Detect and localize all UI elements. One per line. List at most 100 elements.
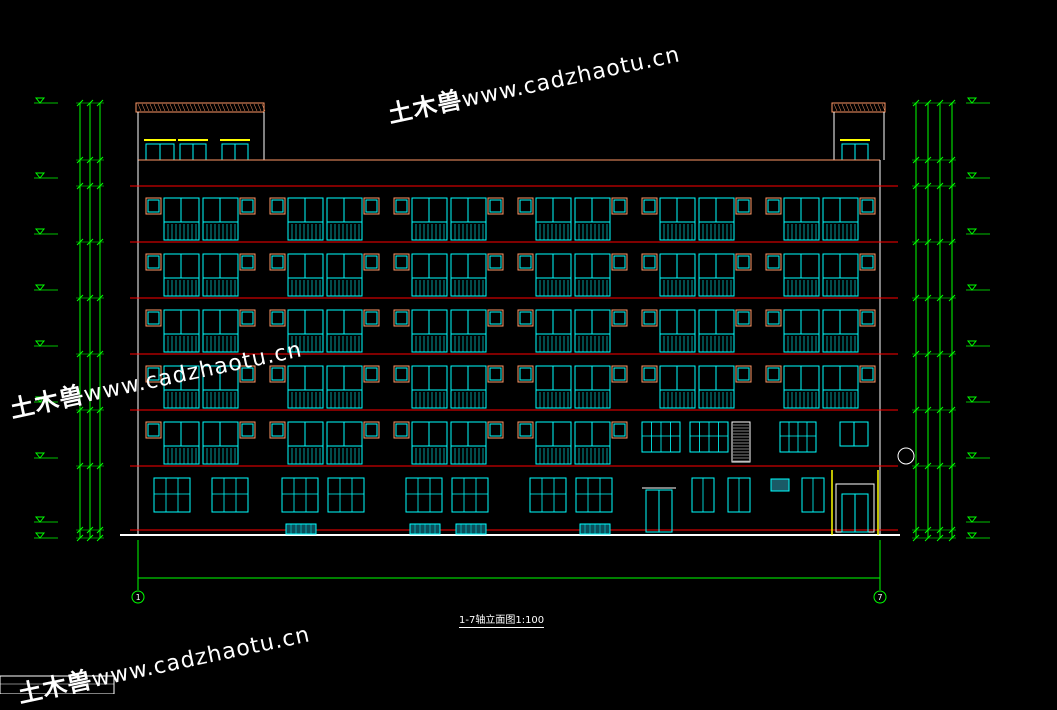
roof-hatch (169, 103, 174, 112)
side-window (393, 365, 410, 383)
side-window (239, 365, 256, 383)
side-window-glass (519, 423, 532, 437)
side-window (487, 421, 504, 439)
side-window (487, 253, 504, 271)
side-window-glass (271, 311, 284, 325)
balcony-railing (326, 333, 363, 353)
side-window-glass (613, 311, 626, 325)
balcony-railing (450, 221, 487, 241)
balcony-railing (698, 221, 735, 241)
side-window (145, 309, 162, 327)
balcony-railing (450, 389, 487, 409)
side-window (269, 197, 286, 215)
side-window-glass (241, 255, 254, 269)
side-window-glass (365, 199, 378, 213)
balcony-railing (783, 389, 820, 409)
side-window (145, 197, 162, 215)
roof-hatch (881, 103, 886, 112)
balcony-railing (202, 221, 239, 241)
level-marker (34, 172, 46, 179)
balcony-railing (783, 277, 820, 297)
balcony-railing (535, 277, 572, 297)
side-window (269, 365, 286, 383)
side-window-glass (613, 367, 626, 381)
side-window-glass (737, 255, 750, 269)
roof-hatch (193, 103, 198, 112)
level-marker (34, 396, 46, 403)
side-window (765, 365, 782, 383)
side-window-glass (737, 199, 750, 213)
dimension-lines (0, 97, 990, 694)
balcony-railing (326, 277, 363, 297)
balcony-railing (411, 333, 448, 353)
balcony-railing (535, 389, 572, 409)
side-window (487, 365, 504, 383)
balcony-railing (163, 221, 200, 241)
side-window (393, 421, 410, 439)
side-window (859, 365, 876, 383)
level-marker (34, 452, 46, 459)
side-window (765, 309, 782, 327)
side-window-glass (861, 199, 874, 213)
side-window-glass (643, 199, 656, 213)
roof-hatch (165, 103, 170, 112)
side-window (269, 253, 286, 271)
roof-hatch (221, 103, 226, 112)
side-window-glass (271, 423, 284, 437)
balcony-railing (202, 333, 239, 353)
balcony-railing (822, 333, 859, 353)
watermark-cn: 土木兽 (15, 665, 95, 709)
elevation-drawing: 1 7 (0, 97, 990, 694)
side-window (611, 421, 628, 439)
roof-hatch (841, 103, 846, 112)
balcony-railing (202, 445, 239, 465)
roof-hatch (877, 103, 882, 112)
side-window-glass (643, 311, 656, 325)
balcony-railing (822, 221, 859, 241)
side-window-glass (147, 199, 160, 213)
balcony-railing (163, 333, 200, 353)
balcony-railing (535, 445, 572, 465)
balcony-railing (287, 389, 324, 409)
side-window-glass (613, 255, 626, 269)
stair-window (731, 421, 751, 463)
side-window (765, 197, 782, 215)
roof-hatch (189, 103, 194, 112)
roof-hatch (249, 103, 254, 112)
balcony-railing (574, 277, 611, 297)
side-window (641, 197, 658, 215)
drawing-title: 1-7轴立面图1:100 (459, 611, 545, 628)
balcony-railing (202, 389, 239, 409)
balcony-railing (411, 445, 448, 465)
roof-hatch (141, 103, 146, 112)
roof-hatch (177, 103, 182, 112)
side-window-glass (519, 311, 532, 325)
roof-hatch (201, 103, 206, 112)
side-window-glass (271, 199, 284, 213)
balcony-railing (411, 389, 448, 409)
side-window (363, 421, 380, 439)
side-window (765, 253, 782, 271)
detail-callout (897, 447, 915, 465)
side-window (363, 253, 380, 271)
axis-circle-right (873, 590, 887, 604)
roof-hatch (857, 103, 862, 112)
side-window-glass (395, 199, 408, 213)
side-window (487, 197, 504, 215)
level-marker (966, 340, 978, 347)
roof-hatch (873, 103, 878, 112)
side-window (145, 365, 162, 383)
roof-hatch (185, 103, 190, 112)
side-window-glass (241, 199, 254, 213)
side-window-glass (241, 311, 254, 325)
roof-hatch (257, 103, 262, 112)
level-marker (966, 516, 978, 523)
side-window (393, 197, 410, 215)
side-window (393, 309, 410, 327)
level-marker (34, 340, 46, 347)
side-window-glass (489, 423, 502, 437)
roof-hatch (161, 103, 166, 112)
side-window-glass (147, 423, 160, 437)
level-marker (966, 396, 978, 403)
roof-hatch (237, 103, 242, 112)
